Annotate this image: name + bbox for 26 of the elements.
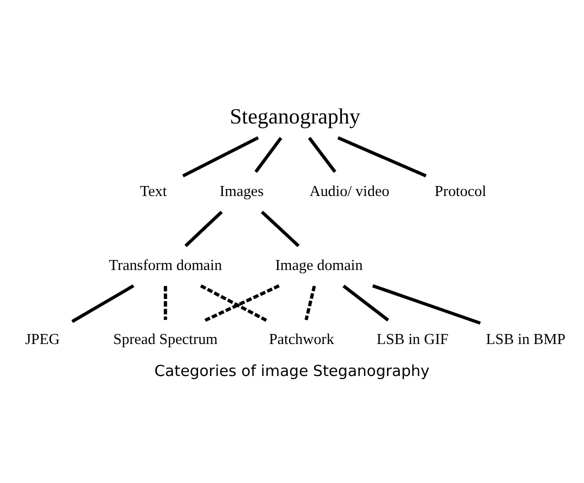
connector [204, 284, 280, 322]
connector [182, 136, 259, 178]
node-text: Steganography [230, 104, 360, 128]
node-text: Images [220, 183, 264, 200]
node-text: Text [140, 183, 167, 200]
node-text: Protocol [434, 183, 486, 200]
node-text: JPEG [25, 331, 60, 348]
connector [342, 284, 390, 322]
node-text: Image domain [275, 257, 363, 274]
connector [200, 284, 268, 322]
connector [164, 286, 168, 320]
connector [260, 210, 300, 248]
node-text: Transform domain [108, 257, 222, 274]
node-text: LSB in BMP [486, 331, 566, 348]
connector [71, 284, 134, 323]
node-text: LSB in GIF [376, 331, 449, 348]
connector [337, 136, 427, 178]
node-text: Audio/ video [309, 183, 390, 200]
connector [184, 210, 223, 248]
caption: Categories of image Steganography [154, 362, 430, 380]
connector [304, 286, 316, 320]
node-text: Patchwork [268, 331, 334, 348]
connector [254, 136, 282, 173]
connector [308, 136, 336, 173]
node-text: Spread Spectrum [113, 331, 218, 348]
connector [372, 284, 481, 325]
